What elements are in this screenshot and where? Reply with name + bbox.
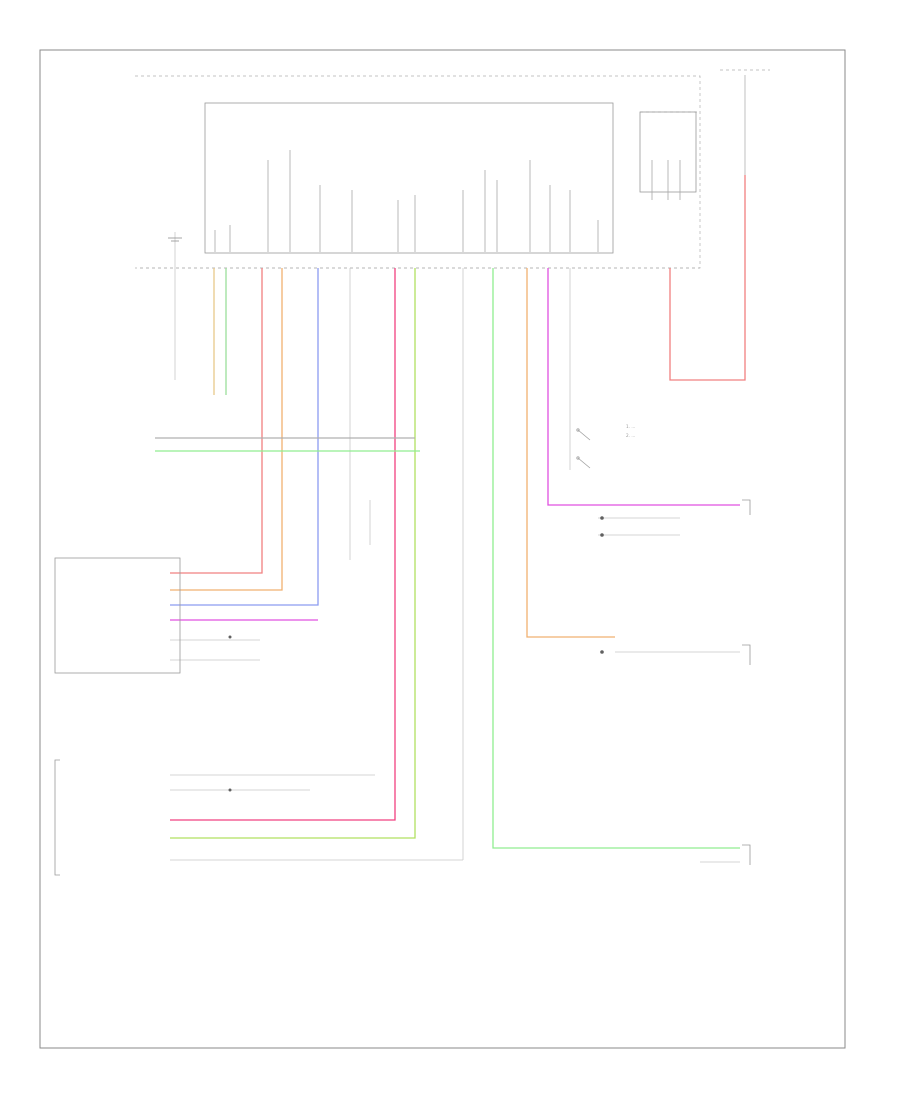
wire-harness — [170, 232, 740, 860]
left-front-door-latch — [54, 759, 60, 876]
diagram-frame — [39, 49, 846, 1049]
body-control-module — [135, 75, 701, 269]
security-sensor-bracket — [742, 844, 751, 865]
switch-icon — [576, 428, 591, 469]
fuse-feed — [669, 69, 770, 381]
right-front-door-latch — [54, 557, 181, 674]
license-lamp-bracket — [742, 644, 751, 665]
ground-icon — [168, 237, 182, 242]
signal-lines — [155, 437, 740, 863]
module-pins — [214, 150, 681, 252]
legend-note-1: 1. ... — [626, 424, 635, 429]
connector-icon — [228, 516, 604, 792]
legend-note-2: 2. ... — [626, 433, 635, 438]
liftgate-latch — [742, 499, 751, 515]
